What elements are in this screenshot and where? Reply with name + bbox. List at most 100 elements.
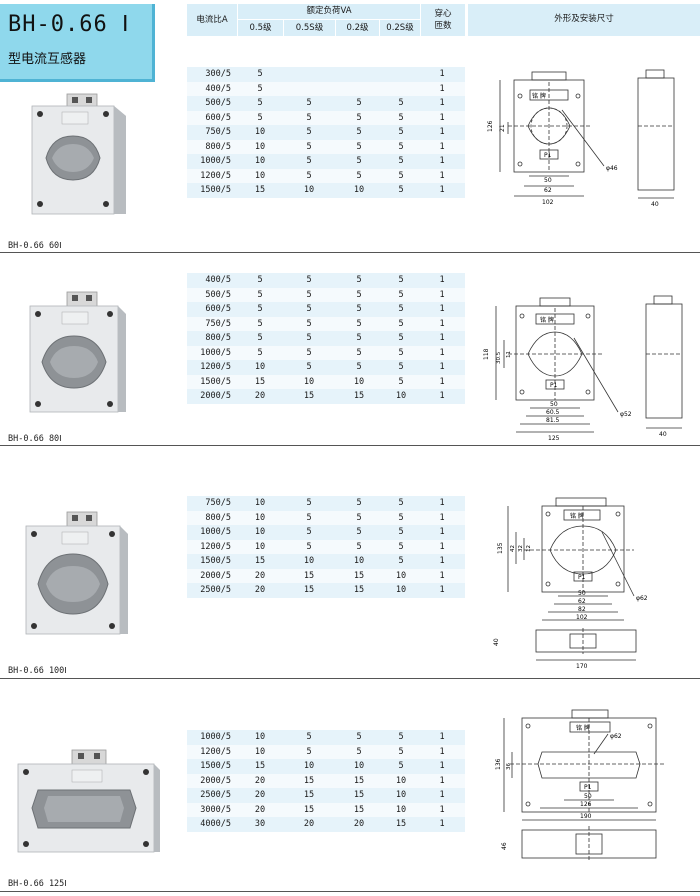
turns-cell: 1 (439, 141, 445, 152)
class-02-cell: 5 (356, 156, 362, 166)
class-02s-cell: 5 (398, 527, 404, 537)
dimension-drawing-60: 铭 牌 P1 126 21 50 62 102 φ46 40 (487, 69, 675, 208)
dimension-drawing-100: 铭 牌 P1 135 42 32 12 50 62 82 102 φ62 40 … (493, 497, 648, 670)
ratio-cell: 1000/5 (200, 732, 231, 742)
section-label-60: BH-0.66 60Ⅰ (8, 241, 62, 251)
ratio-cell: 2500/5 (200, 585, 231, 595)
class-05-cell: 15 (254, 376, 266, 387)
turns-cell: 1 (439, 819, 445, 829)
ratio-cell: 600/5 (205, 304, 231, 314)
ratio-cell: 800/5 (205, 141, 231, 152)
class-05-cell: 5 (257, 318, 263, 329)
class-05s-cell: 5 (306, 498, 312, 508)
turns-cell: 1 (439, 541, 445, 552)
nameplate-label: 铭 牌 (540, 316, 554, 324)
class-05-cell: 5 (257, 69, 263, 79)
class-05-cell: 10 (254, 541, 266, 552)
dim-width-3: 190 (580, 813, 592, 820)
class-05-cell: 10 (254, 527, 266, 537)
turns-cell: 1 (439, 347, 445, 358)
dim-width-1: 50 (544, 177, 552, 184)
title-banner: BH-0.66 Ⅰ 型电流互感器 (0, 4, 155, 82)
class-05-cell: 20 (254, 804, 266, 815)
class-02s-cell: 5 (398, 512, 404, 523)
class-05-cell: 5 (257, 98, 263, 108)
nameplate-label: 铭 牌 (532, 92, 546, 100)
class-02s-cell: 5 (398, 732, 404, 742)
class-02s-cell: 5 (398, 347, 404, 358)
nameplate-label: 铭 牌 (576, 724, 590, 732)
class-02s-cell: 5 (398, 498, 404, 508)
header-class-05: 0.5级 (238, 20, 283, 36)
ratio-cell: 1500/5 (200, 185, 231, 195)
class-05s-cell: 5 (306, 304, 312, 314)
class-05s-cell: 5 (306, 541, 312, 552)
turns-cell: 1 (439, 69, 445, 79)
dim-offset-2: 11 (506, 351, 512, 358)
section-divider (0, 445, 700, 446)
class-05s-cell: 15 (303, 790, 315, 800)
turns-cell: 1 (439, 127, 445, 137)
class-05-cell: 10 (254, 362, 266, 372)
dim-depth: 40 (493, 638, 500, 646)
ratio-cell: 400/5 (205, 275, 231, 285)
turns-cell: 1 (439, 391, 445, 401)
class-02-cell: 5 (356, 732, 362, 742)
class-02s-cell: 5 (398, 98, 404, 108)
p1-label: P1 (584, 784, 592, 791)
header-turns-line2: 匝数 (434, 21, 452, 31)
ratio-cell: 1200/5 (200, 541, 231, 552)
turns-cell: 1 (439, 376, 445, 387)
class-02-cell (335, 67, 383, 82)
class-05-cell: 20 (254, 585, 266, 595)
class-05-cell: 10 (254, 127, 266, 137)
header-class-05s: 0.5S级 (284, 20, 335, 36)
ratio-cell: 1200/5 (200, 362, 231, 372)
class-05s-cell: 5 (306, 141, 312, 152)
class-05-cell: 20 (254, 775, 266, 786)
class-05s-cell: 5 (306, 289, 312, 300)
dim-offset: 36 (506, 763, 512, 770)
class-05-cell: 20 (254, 570, 266, 581)
class-02s-cell: 5 (398, 761, 404, 771)
dim-overall-width: 170 (576, 663, 588, 670)
dim-offset: 21 (499, 124, 506, 132)
class-05-cell: 5 (257, 304, 263, 314)
turns-cell: 1 (439, 304, 445, 314)
turns-cell: 1 (439, 761, 445, 771)
class-05s-cell (283, 82, 335, 97)
class-05s-cell: 5 (306, 527, 312, 537)
dim-offset-2: 32 (518, 545, 524, 552)
header-dims: 外形及安装尺寸 (468, 4, 700, 36)
class-02-cell: 15 (353, 585, 365, 595)
section-divider (0, 678, 700, 679)
header-class-02s: 0.2S级 (380, 20, 420, 36)
class-02-cell: 5 (356, 318, 362, 329)
dim-width-3: 82 (578, 606, 586, 613)
dim-width-2: 62 (578, 598, 586, 605)
ratio-cell: 500/5 (205, 98, 231, 108)
turns-cell: 1 (439, 556, 445, 566)
ratio-cell: 300/5 (205, 69, 231, 79)
ratio-cell: 500/5 (205, 289, 231, 300)
class-02-cell: 15 (353, 775, 365, 786)
class-02-cell: 5 (356, 127, 362, 137)
class-02-cell: 20 (353, 819, 365, 829)
turns-cell: 1 (439, 570, 445, 581)
class-02s-cell: 5 (398, 289, 404, 300)
class-05-cell: 5 (257, 289, 263, 300)
turns-cell: 1 (439, 170, 445, 181)
class-05-cell: 10 (254, 512, 266, 523)
